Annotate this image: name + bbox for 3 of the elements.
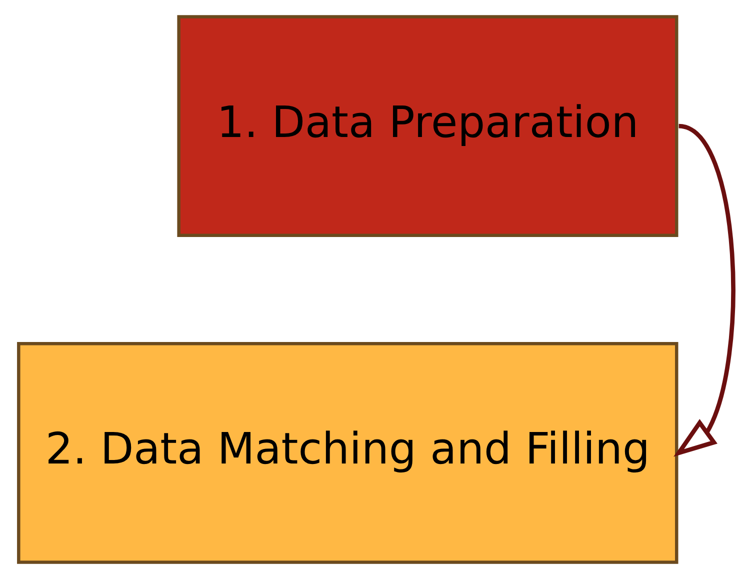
node-box: 1. Data Preparation — [177, 15, 678, 238]
node-box: 2. Data Matching and Filling — [17, 342, 678, 564]
arrow — [673, 124, 736, 457]
